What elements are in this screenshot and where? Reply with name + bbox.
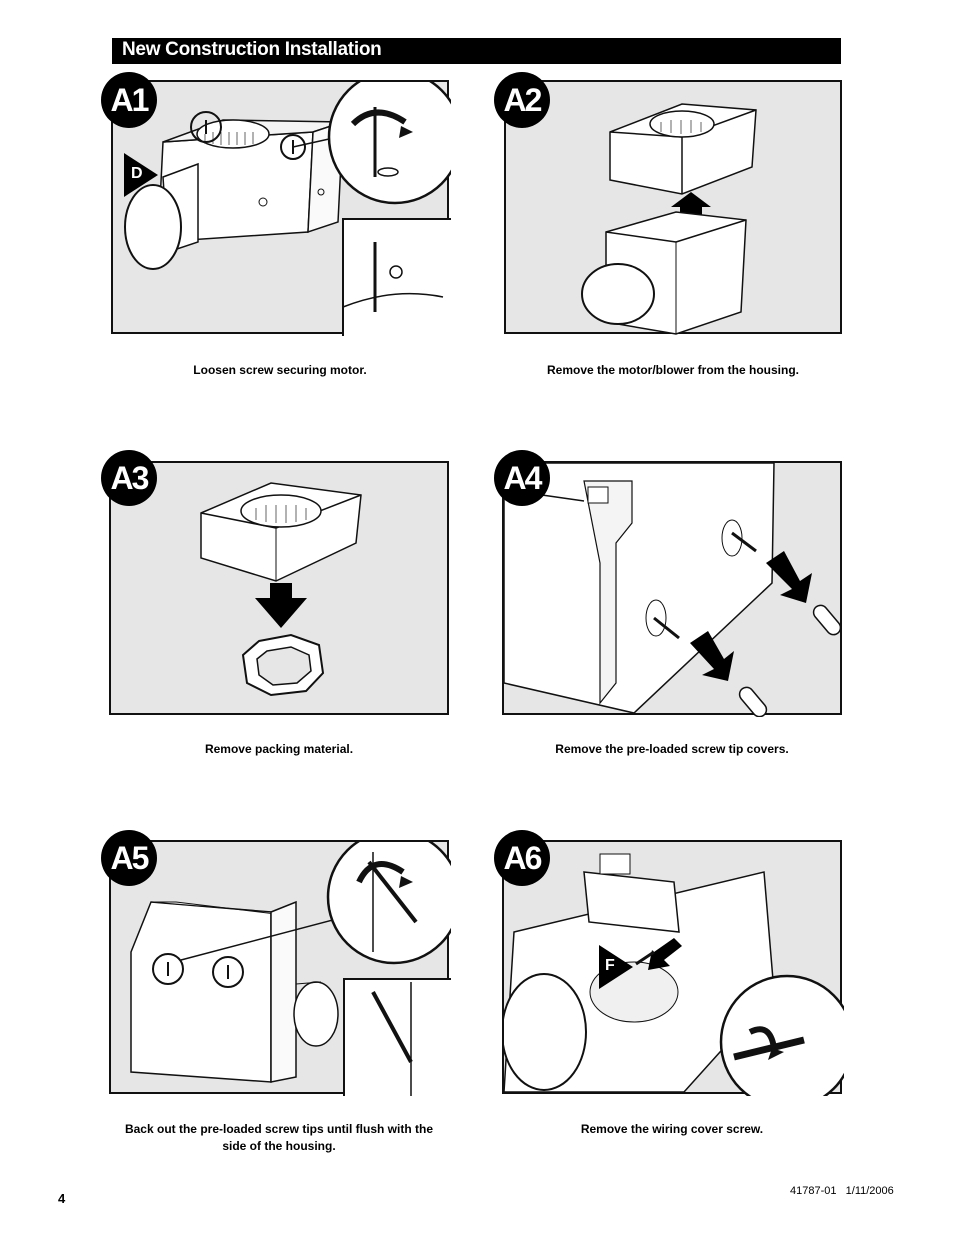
step-a2-panel [504,80,842,335]
step-a5-caption-line-1: Back out the pre-loaded screw tips until… [124,1122,434,1136]
step-a3-panel [109,461,449,715]
step-a2-caption: Remove the motor/blower from the housing… [546,363,800,377]
step-a1-panel [111,80,451,336]
step-a5-panel [109,840,451,1096]
step-a5-illustration [130,842,451,1096]
step-a5-caption: Back out the pre-loaded screw tips until… [109,1121,449,1155]
section-header-bar: New Construction Installation [112,38,841,64]
step-a3-caption: Remove packing material. [204,742,354,756]
page-number: 4 [58,1191,66,1206]
section-title: New Construction Installation [122,39,382,60]
step-a6-panel [502,840,844,1096]
step-a6-caption: Remove the wiring cover screw. [580,1122,764,1136]
step-a6-badge: A6 [494,830,550,886]
callout-d-label: D [131,165,143,182]
step-a3-illustration [200,482,362,697]
step-a4-panel [502,461,842,717]
callout-f-arrow: F [599,945,635,994]
document-id: 41787-01 1/11/2006 [790,1185,894,1197]
step-a1-illustration [124,82,451,336]
step-a1-caption: Loosen screw securing motor. [193,363,367,377]
callout-f-label: F [605,957,615,974]
step-a6-illustration [504,853,844,1096]
step-a2-illustration [581,103,757,335]
step-a3-badge: A3 [101,450,157,506]
step-a4-illustration [504,463,842,717]
step-a5-badge: A5 [101,830,157,886]
step-a4-badge: A4 [494,450,550,506]
callout-d-arrow: D [124,153,160,202]
step-a1-badge: A1 [101,72,157,128]
step-a4-caption: Remove the pre-loaded screw tip covers. [555,742,789,756]
step-a5-caption-line-2: side of the housing. [222,1139,336,1153]
step-a2-badge: A2 [494,72,550,128]
